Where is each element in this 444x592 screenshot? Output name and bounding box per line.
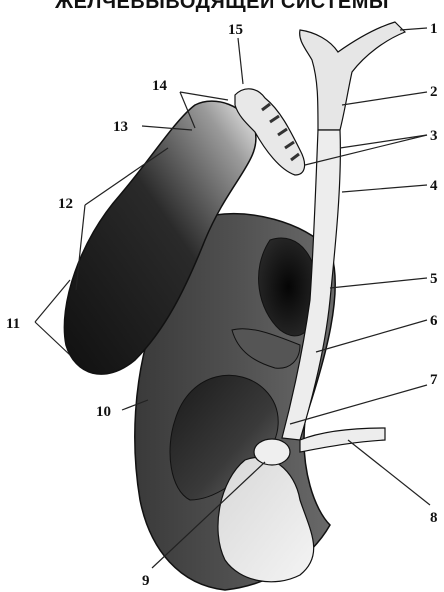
major-duodenal-papilla xyxy=(254,439,290,465)
label-11: 11 xyxy=(6,316,20,332)
label-10: 10 xyxy=(96,404,111,420)
pancreatic-duct xyxy=(300,428,385,452)
leader-15 xyxy=(238,38,243,84)
leader-1 xyxy=(400,28,427,30)
label-6: 6 xyxy=(430,313,438,329)
label-9: 9 xyxy=(142,573,150,589)
hepatic-ducts xyxy=(300,22,405,130)
leader-4 xyxy=(342,185,427,192)
leader-2 xyxy=(342,92,427,105)
label-14: 14 xyxy=(152,78,168,94)
label-7: 7 xyxy=(430,372,438,388)
label-8: 8 xyxy=(430,510,438,526)
label-12: 12 xyxy=(58,196,73,212)
label-1: 1 xyxy=(430,21,438,37)
label-5: 5 xyxy=(430,271,438,287)
label-15: 15 xyxy=(228,22,243,38)
leader-8 xyxy=(348,440,430,505)
leader-5 xyxy=(330,278,427,288)
label-4: 4 xyxy=(430,178,438,194)
label-3: 3 xyxy=(430,128,438,144)
leader-6 xyxy=(316,320,427,352)
leader-14b xyxy=(180,92,228,100)
label-2: 2 xyxy=(430,84,438,100)
label-13: 13 xyxy=(113,119,128,135)
